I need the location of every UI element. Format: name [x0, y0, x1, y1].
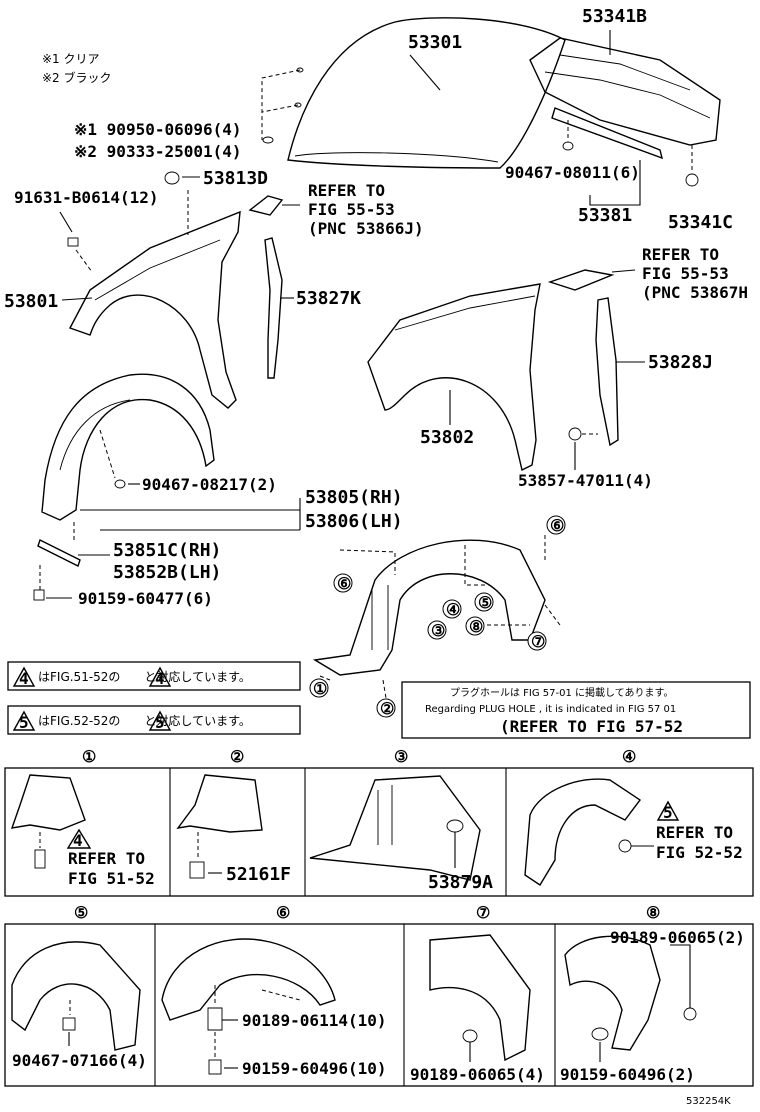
label-90467-07166: 90467-07166(4) — [12, 1051, 147, 1070]
label-53806: 53806(LH) — [305, 511, 403, 532]
detail-row-2 — [4, 923, 754, 1087]
liner-seal-part — [37, 539, 81, 567]
label-53852B: 53852B(LH) — [113, 562, 221, 583]
note-triangle-4-b: 4 — [155, 669, 165, 688]
label-53851C: 53851C(RH) — [113, 540, 221, 561]
marker-2: ② — [380, 699, 394, 718]
label-90333-25001: ※2 90333-25001(4) — [74, 142, 242, 161]
label-52161F: 52161F — [226, 864, 291, 885]
label-53381: 53381 — [578, 205, 632, 226]
marker-8: ⑧ — [469, 617, 483, 636]
plug-hole-ref: (REFER TO FIG 57-52 — [500, 717, 683, 736]
label-53301: 53301 — [408, 32, 462, 53]
label-90467-08011: 90467-08011(6) — [505, 163, 640, 182]
detail-header-1: ① — [82, 747, 96, 766]
label-ref2-line1: REFER TO — [642, 245, 719, 264]
detail-row-1 — [4, 767, 754, 897]
label-53828J: 53828J — [648, 352, 713, 373]
detail4-ref-line2: FIG 52-52 — [656, 843, 743, 862]
marker-6-b: ⑥ — [337, 574, 351, 593]
fender-seal-lh-part — [595, 297, 619, 447]
detail-header-8: ⑧ — [646, 903, 660, 922]
detail-header-6: ⑥ — [276, 903, 290, 922]
fender-rh-part — [69, 210, 241, 409]
cowl-seal-part — [529, 37, 721, 146]
label-ref1-line3: (PNC 53866J) — [308, 219, 424, 238]
label-91631-B0614: 91631-B0614(12) — [14, 188, 159, 207]
detail1-ref-line1: REFER TO — [68, 849, 145, 868]
label-53857-47011: 53857-47011(4) — [518, 471, 653, 490]
label-53827K: 53827K — [296, 288, 361, 309]
marker-5: ⑤ — [478, 593, 492, 612]
label-53341C: 53341C — [668, 212, 733, 233]
label-90950-06096: ※1 90950-06096(4) — [74, 120, 242, 139]
detail1-triangle: 4 — [73, 831, 83, 850]
figure-id: 532254K — [686, 1096, 731, 1107]
note-triangle-5-b: 5 — [155, 713, 165, 732]
label-90159-60496-2: 90159-60496(2) — [560, 1065, 695, 1084]
marker-7: ⑦ — [531, 632, 545, 651]
label-53805: 53805(RH) — [305, 487, 403, 508]
detail-header-3: ③ — [394, 747, 408, 766]
note-triangle-5: 5 — [19, 713, 29, 732]
detail-header-7: ⑦ — [476, 903, 490, 922]
detail4-triangle: 5 — [663, 803, 673, 822]
hood-part — [287, 17, 566, 169]
hood-seal-part — [551, 107, 663, 160]
fender-lh-part — [367, 283, 541, 472]
label-90189-06114: 90189-06114(10) — [242, 1011, 387, 1030]
label-90189-06065-2: 90189-06065(2) — [610, 928, 745, 947]
label-90189-06065-4: 90189-06065(4) — [410, 1065, 545, 1084]
label-ref1-line2: FIG 55-53 — [308, 200, 395, 219]
detail1-ref-line2: FIG 51-52 — [68, 869, 155, 888]
marker-4: ④ — [446, 600, 460, 619]
legend-note-clear: ※1 クリア — [42, 52, 100, 66]
label-ref1-line1: REFER TO — [308, 181, 385, 200]
legend-note-black: ※2 ブラック — [42, 70, 112, 85]
detail4-ref-line1: REFER TO — [656, 823, 733, 842]
label-53879A: 53879A — [428, 872, 493, 893]
marker-1: ① — [313, 679, 327, 698]
label-53813D: 53813D — [203, 168, 268, 189]
note-triangle-4: 4 — [19, 669, 29, 688]
label-90159-60477: 90159-60477(6) — [78, 589, 213, 608]
detail-header-5: ⑤ — [74, 903, 88, 922]
label-90159-60496-10: 90159-60496(10) — [242, 1059, 387, 1078]
detail-header-4: ④ — [622, 747, 636, 766]
label-53802: 53802 — [420, 427, 474, 448]
fender-liner-lh-part — [312, 539, 546, 676]
label-ref2-line2: FIG 55-53 — [642, 264, 729, 283]
marker-6-a: ⑥ — [550, 516, 564, 535]
marker-3: ③ — [431, 621, 445, 640]
fender-liner-rh-part — [41, 373, 215, 521]
note-fig51-52: はFIG.51-52の と対応しています。 — [38, 670, 251, 684]
plug-hole-jp: プラグホールは FIG 57-01 に掲載してあります。 — [450, 686, 673, 699]
detail-header-2: ② — [230, 747, 244, 766]
label-53341B: 53341B — [582, 6, 647, 27]
label-90467-08217: 90467-08217(2) — [142, 475, 277, 494]
label-53801: 53801 — [4, 291, 58, 312]
plug-hole-en: Regarding PLUG HOLE , it is indicated in… — [425, 704, 676, 715]
fender-seal-rh-part — [264, 237, 283, 379]
note-fig52-52: はFIG.52-52の と対応しています。 — [38, 714, 251, 728]
label-ref2-line3: (PNC 53867H — [642, 283, 748, 302]
